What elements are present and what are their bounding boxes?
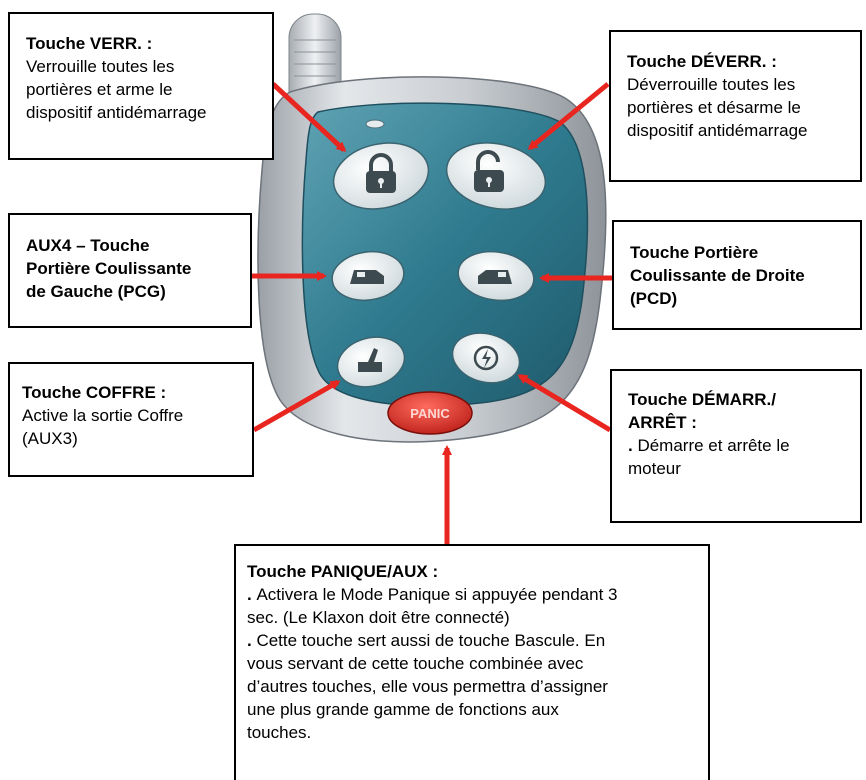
lock-icon (366, 153, 396, 193)
callout-panic-line: . Activera le Mode Panique si appuyée pe… (247, 585, 618, 604)
callout-unlock: Touche DÉVERR. : Déverrouille toutes les… (609, 30, 862, 182)
callout-panic-line: sec. (Le Klaxon doit être connecté) (247, 608, 510, 627)
callout-panic-line: . Cette touche sert aussi de touche Basc… (247, 631, 606, 650)
power-button[interactable] (447, 326, 525, 390)
callout-trunk-line: Active la sortie Coffre (22, 406, 184, 425)
sliding-door-right-icon (478, 270, 512, 284)
callout-start-stop: Touche DÉMARR./ ARRÊT : . Démarre et arr… (610, 369, 862, 523)
callout-right-door-title: (PCD) (630, 289, 678, 308)
callout-start-title: ARRÊT : (628, 413, 697, 432)
trunk-button[interactable] (332, 330, 410, 394)
arrow-start (517, 373, 612, 433)
arrow-trunk (252, 379, 341, 433)
arrow-lock (271, 82, 347, 153)
callout-trunk: Touche COFFRE : Active la sortie Coffre … (8, 362, 254, 477)
callout-unlock-line: Déverrouille toutes les (627, 75, 796, 94)
callout-aux4-title: AUX4 – Touche (26, 236, 150, 255)
callout-panic-line: touches. (247, 723, 312, 742)
trunk-icon (358, 348, 382, 372)
panic-button[interactable]: PANIC (387, 391, 473, 435)
callout-panic: Touche PANIQUE/AUX : . Activera le Mode … (234, 544, 710, 780)
callout-panic-line: d’autres touches, elle vous permettra d’… (247, 677, 608, 696)
callout-lock: Touche VERR. : Verrouille toutes les por… (8, 12, 274, 160)
callout-right-door-title: Touche Portière (630, 243, 759, 262)
callout-start-line: moteur (628, 459, 681, 478)
sliding-door-left-icon (350, 270, 384, 284)
callout-start-line: . Démarre et arrête le (628, 436, 790, 455)
callout-aux4-title: Portière Coulissante (26, 259, 192, 278)
callout-unlock-line: portières et désarme le (627, 98, 801, 117)
callout-panic-line: une plus grande gamme de fonctions aux (247, 700, 559, 719)
callout-panic-title: Touche PANIQUE/AUX : (247, 562, 439, 581)
callout-panic-line: vous servant de cette touche combinée av… (247, 654, 584, 673)
unlock-icon (474, 150, 504, 192)
callout-unlock-title: Touche DÉVERR. : (627, 52, 777, 71)
panic-button-label: PANIC (410, 406, 450, 421)
callout-aux4: AUX4 – Touche Portière Coulissante de Ga… (8, 213, 252, 328)
power-icon (473, 345, 499, 371)
callout-lock-line: dispositif antidémarrage (26, 103, 207, 122)
unlock-button[interactable] (440, 134, 551, 217)
callout-right-door-title: Coulissante de Droite (630, 266, 805, 285)
arrow-unlock (527, 82, 610, 150)
callout-lock-title: Touche VERR. : (26, 34, 153, 53)
callout-trunk-title: Touche COFFRE : (22, 383, 167, 402)
sliding-door-left-button[interactable] (329, 247, 407, 305)
callout-lock-line: Verrouille toutes les (26, 57, 175, 76)
callout-start-title: Touche DÉMARR./ (628, 390, 776, 409)
sliding-door-right-button[interactable] (455, 247, 537, 305)
callout-aux4-title: de Gauche (PCG) (26, 282, 166, 301)
callout-arrows (252, 82, 612, 544)
callout-unlock-line: dispositif antidémarrage (627, 121, 808, 140)
led-indicator (365, 119, 385, 129)
lock-button[interactable] (327, 135, 434, 218)
callout-lock-line: portières et arme le (26, 80, 173, 99)
callout-right-door: Touche Portière Coulissante de Droite (P… (612, 220, 862, 330)
callout-trunk-line: (AUX3) (22, 429, 78, 448)
